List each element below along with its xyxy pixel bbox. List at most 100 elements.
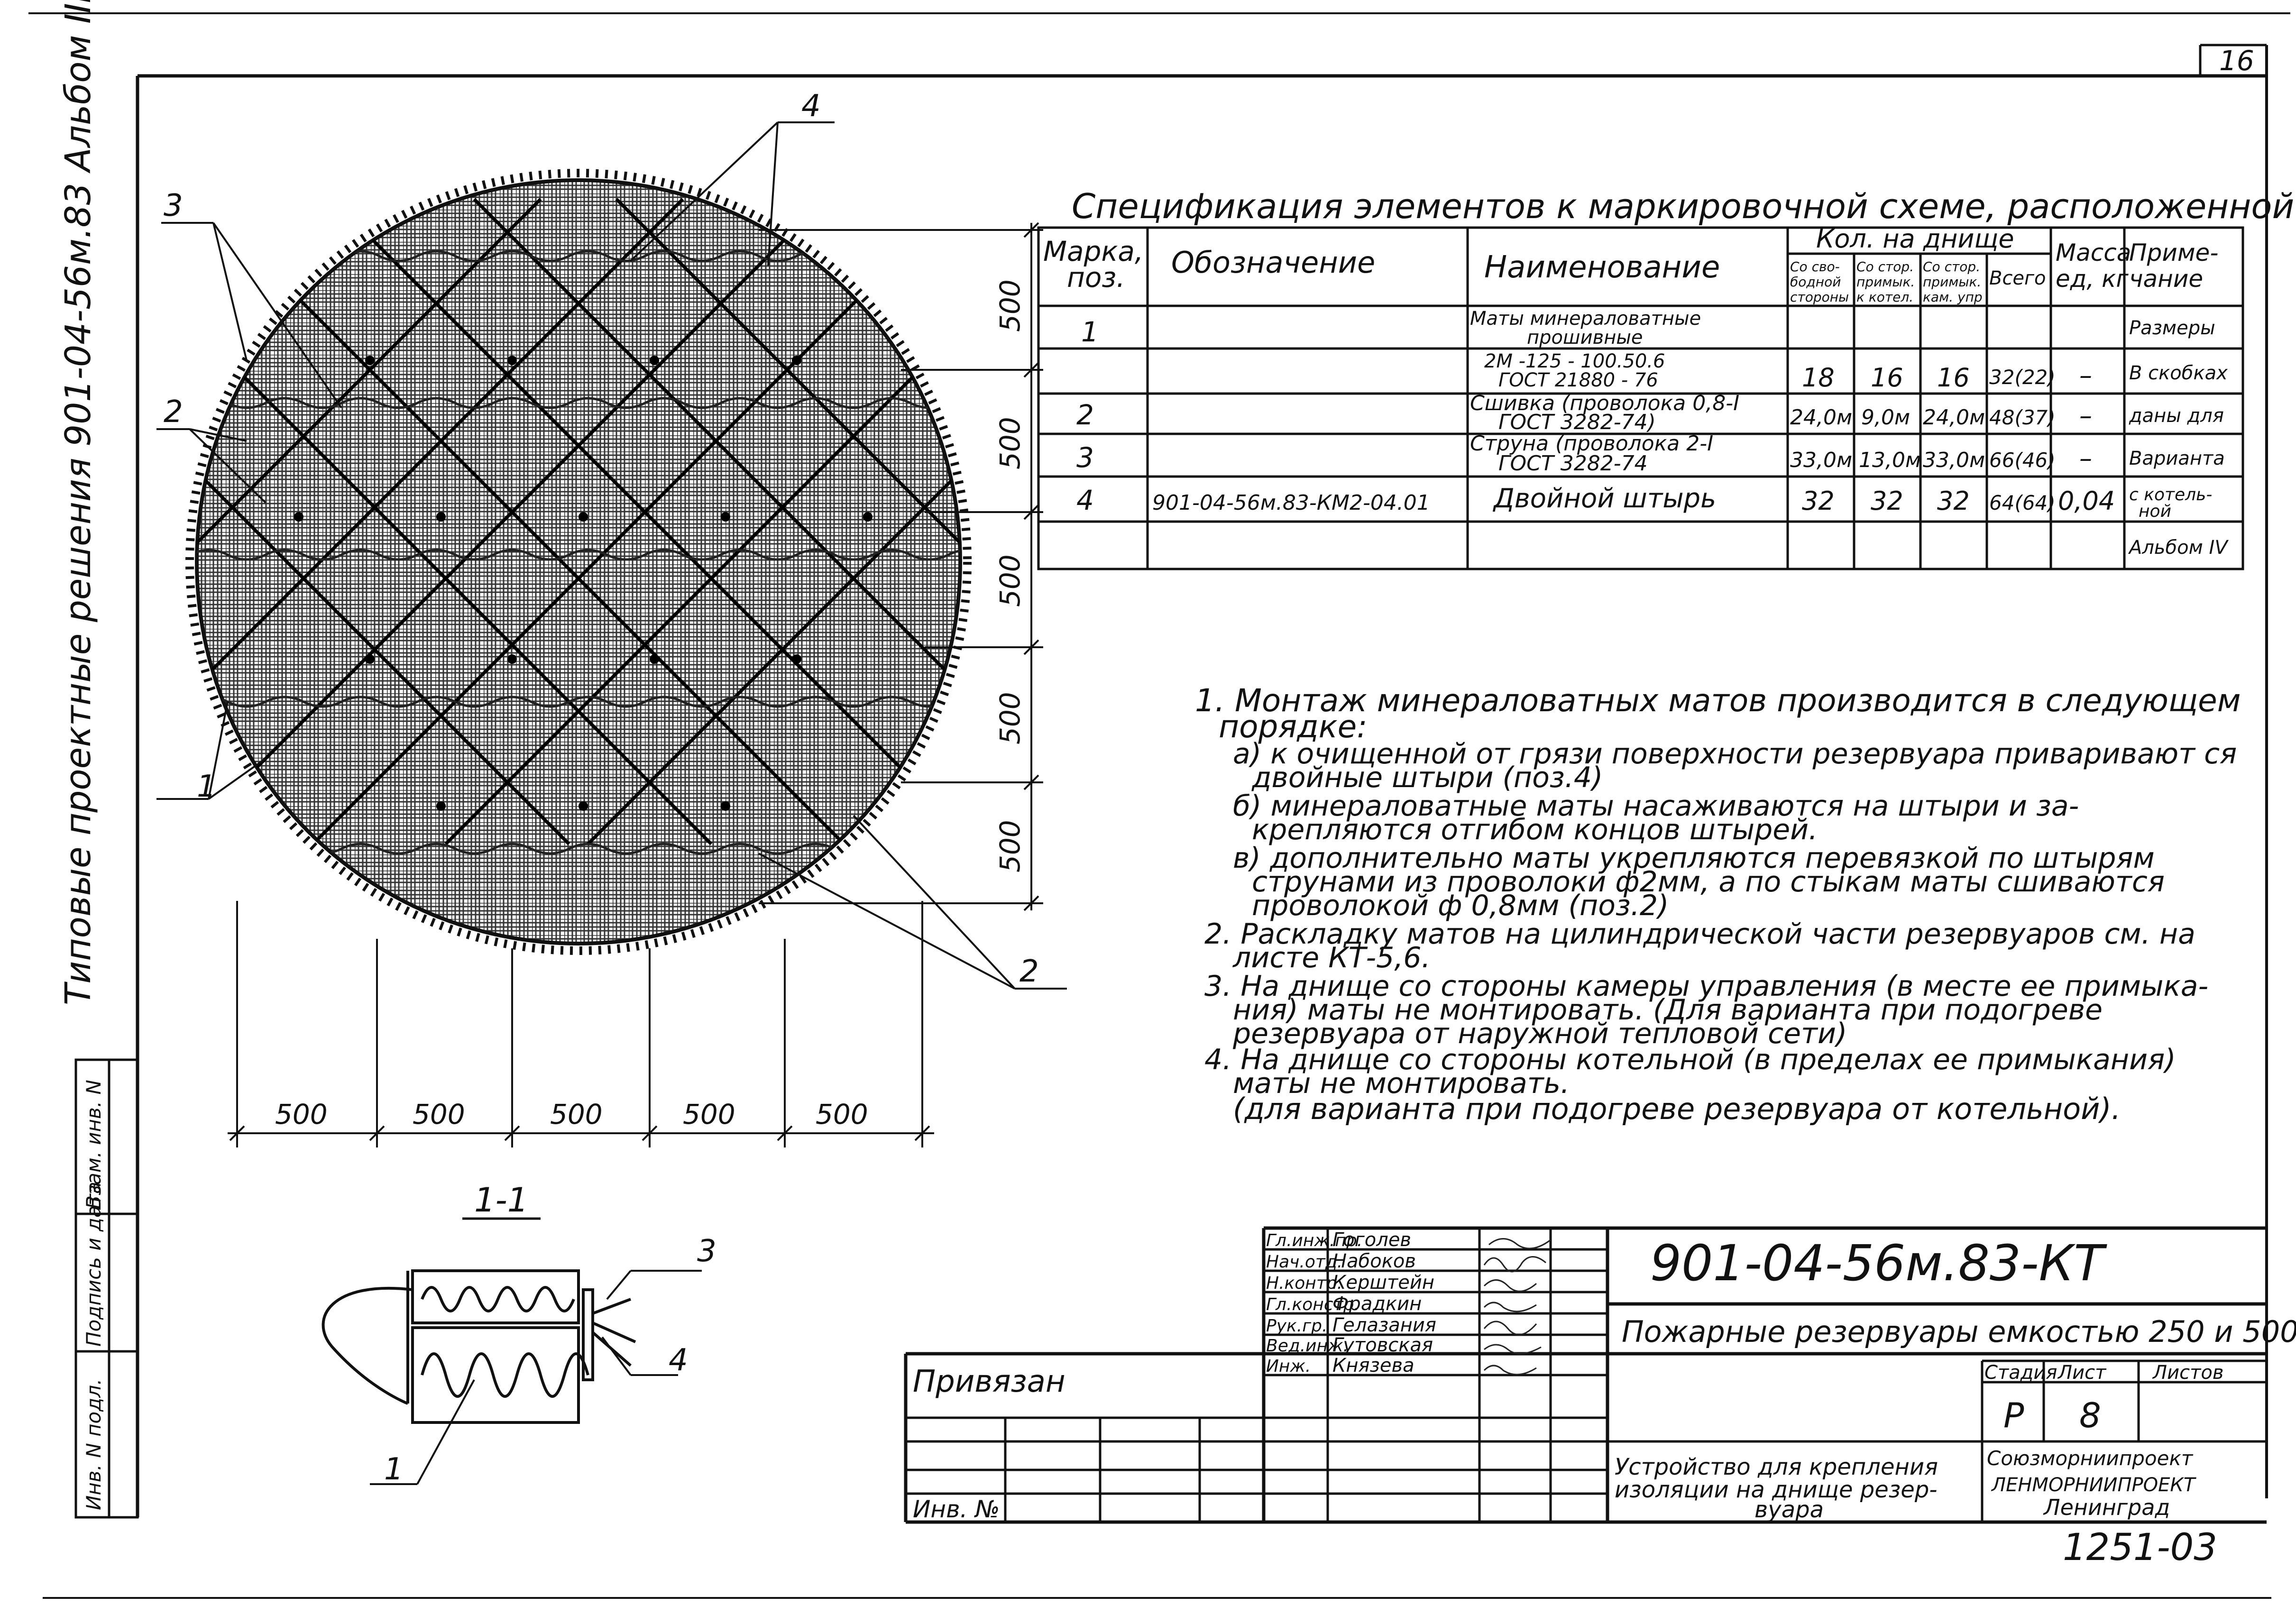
row4-mass: 0,04 xyxy=(2058,486,2115,516)
dim-right-1: 500 xyxy=(994,279,1026,332)
hdr-mass-1: Масса xyxy=(2056,239,2131,266)
note-line: 1. Монтаж минераловатных матов производи… xyxy=(1195,682,2241,719)
title-block-grid xyxy=(904,1226,2267,1524)
hdr-q1-a: Со сво- xyxy=(1790,259,1840,275)
sheet-title-3: вуара xyxy=(1754,1496,1824,1523)
note-line: ния) маты не монтировать. (Для варианта … xyxy=(1233,993,2103,1027)
inv-label: Инв. № xyxy=(913,1496,1000,1523)
note-line: 3. На днище со стороны камеры управления… xyxy=(1204,970,2208,1003)
sig-name: Князева xyxy=(1332,1355,1414,1376)
edge-bead xyxy=(185,169,972,955)
spec-title: Спецификация элементов к маркировочной с… xyxy=(1072,186,2296,226)
row1-q1: 18 xyxy=(1802,363,1835,393)
hdr-q2-c: к котел. xyxy=(1856,289,1913,305)
note-line: листе КТ-5,6. xyxy=(1232,941,1431,974)
hdr-q1-b: бодной xyxy=(1790,274,1841,290)
side-stamp xyxy=(74,1058,139,1519)
row1-note-2: В скобках xyxy=(2129,362,2228,384)
bound-label: Привязан xyxy=(913,1364,1065,1399)
row3-note: Варианта xyxy=(2129,448,2225,469)
row4-note-1: с котель- xyxy=(2129,485,2212,505)
dim-bottom-3: 500 xyxy=(550,1098,603,1130)
dim-right-5: 500 xyxy=(994,820,1026,872)
tank-bottom-plan xyxy=(185,169,972,955)
sheet-title-2: изоляции на днище резер- xyxy=(1615,1477,1938,1503)
section-callout-4: 4 xyxy=(669,1343,688,1378)
row1-mark: 1 xyxy=(1081,316,1099,348)
hdr-q3-a: Со стор. xyxy=(1923,259,1980,275)
section-title: 1-1 xyxy=(474,1181,528,1220)
row1-q2: 16 xyxy=(1871,363,1903,393)
sig-role: Инж. xyxy=(1266,1357,1311,1376)
row3-mass: – xyxy=(2079,443,2092,473)
note-line: проволокой ф 0,8мм (поз.2) xyxy=(1252,889,1669,922)
note-line: а) к очищенной от грязи поверхности резе… xyxy=(1233,737,2237,771)
dim-right-2: 500 xyxy=(994,417,1026,469)
row3-total: 66(46) xyxy=(1989,449,2056,472)
sheet-value: 8 xyxy=(2079,1395,2101,1435)
callout-2-right: 2 xyxy=(1019,954,1039,989)
note-line: резервуара от наружной тепловой сети) xyxy=(1232,1017,1847,1050)
dim-bottom-1: 500 xyxy=(275,1098,328,1130)
callout-2-left: 2 xyxy=(164,395,183,430)
note-line: 4. На днище со стороны котельной (в пред… xyxy=(1204,1043,2176,1076)
row3-q2: 13,0м xyxy=(1859,448,1921,472)
section-callout-3: 3 xyxy=(697,1234,716,1269)
callout-3: 3 xyxy=(164,188,183,223)
hdr-q2-a: Со стор. xyxy=(1856,259,1914,275)
dim-bottom-4: 500 xyxy=(683,1098,735,1130)
dimension-lines-right xyxy=(759,222,1043,911)
row2-q3: 24,0м xyxy=(1923,405,1985,430)
stamp-replace-inv: Взам. инв. N xyxy=(82,1080,105,1209)
note-line: двойные штыри (поз.4) xyxy=(1251,761,1603,794)
section-detail xyxy=(321,1269,702,1485)
stamp-signature-date: Подпись и дата xyxy=(82,1182,105,1347)
hdr-q3-b: примык. xyxy=(1923,274,1981,290)
hdr-mass-2: ед, кг xyxy=(2056,265,2129,293)
callout-1: 1 xyxy=(197,769,216,804)
dim-right-4: 500 xyxy=(994,692,1026,744)
archive-number: 1251-03 xyxy=(2063,1526,2217,1569)
sig-name: Гелазания xyxy=(1332,1314,1436,1336)
row2-mark: 2 xyxy=(1076,399,1094,431)
row1-name-2: прошивные xyxy=(1527,327,1643,349)
row1-note-1: Размеры xyxy=(2129,317,2215,339)
note-line: струнами из проволоки ф2мм, а по стыкам … xyxy=(1252,865,2165,899)
row1-mass: – xyxy=(2079,360,2092,390)
row2-note: даны для xyxy=(2129,405,2224,427)
note-line: (для варианта при подогреве резервуара о… xyxy=(1233,1092,2121,1126)
note-line: маты не монтировать. xyxy=(1233,1067,1570,1100)
sheet-label: Лист xyxy=(2057,1362,2107,1384)
row5-note: Альбом IV xyxy=(2128,537,2229,559)
note-line: в) дополнительно маты укрепляются перевя… xyxy=(1233,842,2155,875)
row3-q1: 33,0м xyxy=(1790,448,1852,472)
row2-q1: 24,0м xyxy=(1790,405,1852,430)
sig-role: Гл.инж.пр. xyxy=(1266,1231,1362,1250)
mesh-disc xyxy=(195,178,962,945)
sig-name: Гутовская xyxy=(1332,1334,1433,1356)
spec-table-grid xyxy=(1037,226,2244,570)
note-line: крепляются отгибом концов штырей. xyxy=(1252,813,1818,846)
note-line: 2. Раскладку матов на цилиндрической час… xyxy=(1204,918,2195,951)
project-title: Пожарные резервуары емкостью 250 и 500м³ xyxy=(1622,1314,2296,1349)
side-caption: Типовые проектные решения 901-04-56м.83 … xyxy=(58,0,99,1005)
dimension-lines-bottom xyxy=(228,901,934,1147)
row4-mark: 4 xyxy=(1076,484,1094,516)
row2-q2: 9,0м xyxy=(1861,405,1910,430)
plan-leaders xyxy=(156,121,1067,990)
hdr-total: Всего xyxy=(1989,267,2046,289)
row1-q3: 16 xyxy=(1937,363,1970,393)
drawing-code: 901-04-56м.83-КТ xyxy=(1650,1234,2107,1292)
hdr-mark-2: поз. xyxy=(1067,261,1125,294)
row2-name-2: ГОСТ 3282-74) xyxy=(1498,410,1656,434)
sig-name: Гоголев xyxy=(1332,1229,1411,1251)
dim-bottom-2: 500 xyxy=(413,1098,465,1130)
row1-name-3: 2М -125 - 100.50.6 xyxy=(1484,350,1665,372)
sheets-label: Листов xyxy=(2152,1362,2223,1384)
sig-role: Нач.отд. xyxy=(1266,1252,1342,1272)
stamp-inv-podl: Инв. N подл. xyxy=(82,1379,105,1511)
row3-mark: 3 xyxy=(1076,441,1094,474)
hdr-note-1: Приме- xyxy=(2129,239,2218,266)
hdr-q3-c: кам. упр xyxy=(1923,289,1983,305)
hdr-q1-c: стороны xyxy=(1790,289,1849,305)
